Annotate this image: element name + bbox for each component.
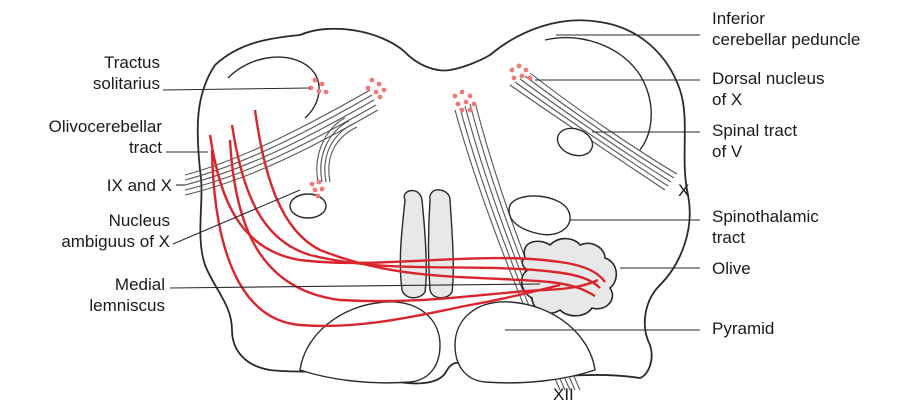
pyramid-left (300, 302, 440, 383)
spinothalamic-tract-shape (509, 196, 570, 235)
label-olivocerebellar-tract: Olivocerebellar tract (0, 116, 162, 158)
tractus-solitarius-nucleus (309, 78, 387, 100)
label-inferior-cerebellar-peduncle: Inferior cerebellar peduncle (712, 8, 860, 50)
nucleus-ambiguus-shape (290, 194, 326, 218)
label-ix-and-x: IX and X (60, 175, 172, 196)
label-spinothalamic-tract: Spinothalamic tract (712, 206, 819, 248)
label-dorsal-nucleus-x: Dorsal nucleus of X (712, 68, 824, 110)
label-spinal-tract-v: Spinal tract of V (712, 120, 797, 162)
label-medial-lemniscus: Medial lemniscus (30, 274, 165, 316)
label-pyramid: Pyramid (712, 318, 774, 339)
label-tractus-solitarius: Tractus solitarius (60, 52, 160, 94)
medial-lemniscus-columns (400, 190, 453, 298)
label-x-nerve: X (678, 180, 689, 201)
label-olive: Olive (712, 258, 751, 279)
label-nucleus-ambiguus: Nucleus ambiguus of X (30, 210, 170, 252)
label-xii-nerve: XII (553, 384, 574, 405)
dorsal-nucleus-x-dots (453, 64, 533, 113)
